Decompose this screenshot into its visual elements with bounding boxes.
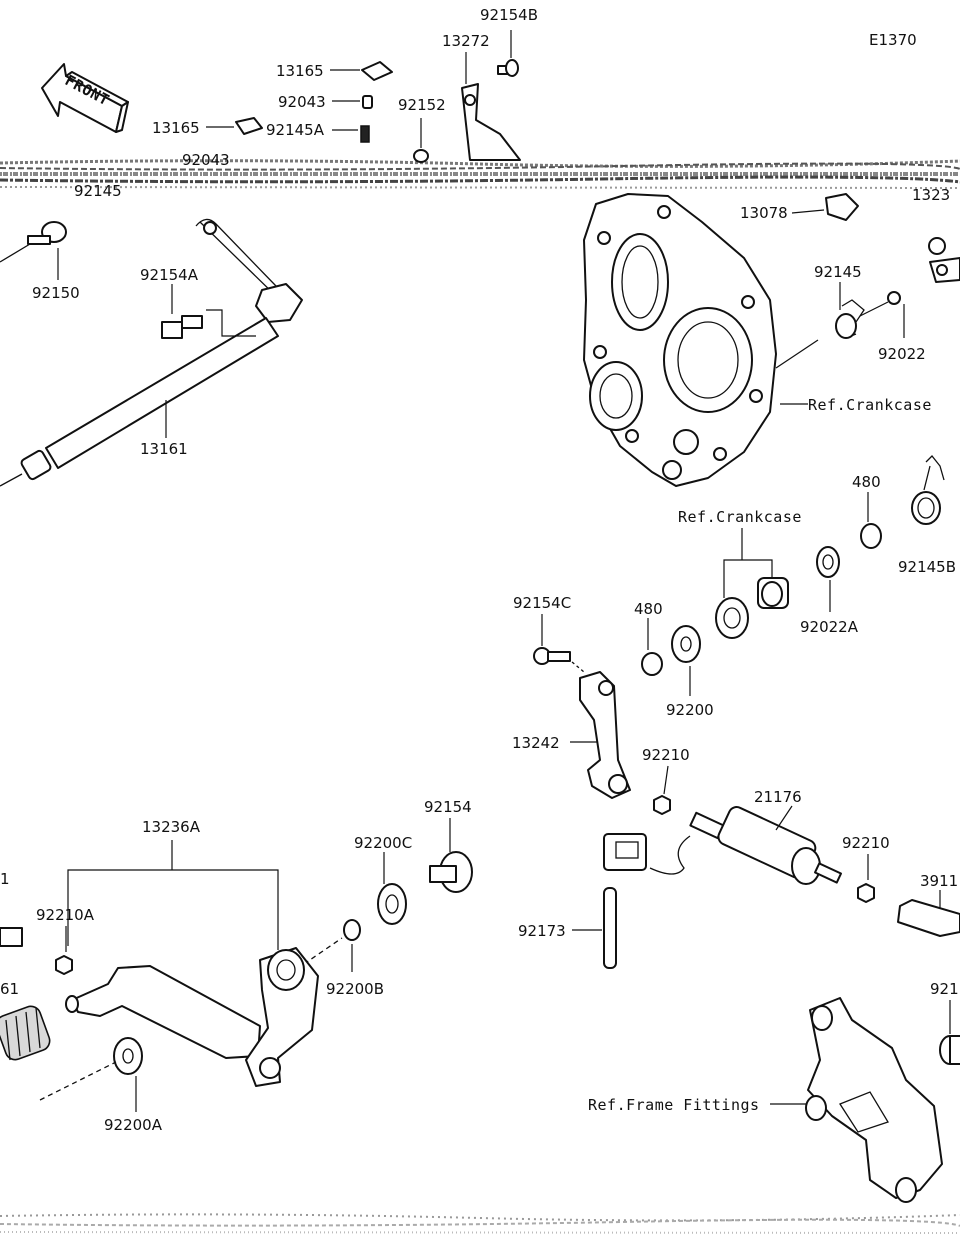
part-92145A-spring xyxy=(332,125,370,143)
label-13242: 13242 xyxy=(512,734,560,752)
front-arrow-icon: FRONT xyxy=(41,63,129,133)
part-92154-pivot-bolt xyxy=(429,818,473,893)
part-92210-nut-a xyxy=(653,765,671,815)
part-92043-top xyxy=(332,95,373,109)
label-13236A: 13236A xyxy=(142,818,201,836)
part-3911-rod xyxy=(897,890,960,937)
part-13242-lever xyxy=(570,671,631,799)
part-92150-bolt xyxy=(0,221,67,280)
part-92152-washer xyxy=(413,118,429,163)
label-92145B: 92145B xyxy=(898,558,956,576)
part-92173-tie xyxy=(572,887,617,969)
label-ref-crankcase-2: Ref.Crankcase xyxy=(678,508,802,526)
part-92154A-bolt xyxy=(161,284,256,339)
label-480-b: 480 xyxy=(634,600,663,618)
crankcase-cover xyxy=(583,193,777,487)
part-480-circlip-a xyxy=(860,492,882,549)
diagram-code: E1370 xyxy=(869,31,917,49)
label-92145A: 92145A xyxy=(266,121,325,139)
label-13161: 13161 xyxy=(140,440,188,458)
label-480-a: 480 xyxy=(852,473,881,491)
part-13236A-pedal xyxy=(65,840,319,1087)
label-92154C: 92154C xyxy=(513,594,571,612)
torn-band-bottom xyxy=(0,1213,960,1234)
label-92173: 92173 xyxy=(518,922,566,940)
label-92200A: 92200A xyxy=(104,1116,163,1134)
label-92145: 92145 xyxy=(814,263,862,281)
label-61-cut: 61 xyxy=(0,980,19,998)
label-92210A: 92210A xyxy=(36,906,95,924)
part-pedal-rubber-left xyxy=(0,927,51,1061)
part-92154C-bolt xyxy=(533,614,585,673)
part-92145-spring xyxy=(835,282,865,339)
part-13161-shaft xyxy=(0,218,303,487)
label-92154A: 92154A xyxy=(140,266,199,284)
part-92022-washer xyxy=(859,291,905,338)
label-92043-a: 92043 xyxy=(278,93,326,111)
label-92150: 92150 xyxy=(32,284,80,302)
part-21176-sensor xyxy=(603,805,842,885)
part-bearing-pair xyxy=(715,528,789,639)
label-92022A: 92022A xyxy=(800,618,859,636)
part-13165-clip-mid xyxy=(206,117,263,135)
part-13165-clip-top xyxy=(330,61,393,81)
lead-crankcase xyxy=(775,339,819,369)
label-13272: 13272 xyxy=(442,32,490,50)
part-92200B-washer xyxy=(303,919,361,972)
label-92200B: 92200B xyxy=(326,980,384,998)
part-92210-nut-b xyxy=(857,854,875,903)
part-92022A-washer xyxy=(816,546,840,612)
part-92200A-washer xyxy=(39,1037,143,1112)
label-1323-cut: 1323 xyxy=(912,186,950,204)
part-13078 xyxy=(791,193,859,221)
label-92210-a: 92210 xyxy=(642,746,690,764)
label-13078: 13078 xyxy=(740,204,788,222)
part-92200-washer xyxy=(671,625,701,696)
part-right-bracket-cut xyxy=(928,237,960,283)
part-92154B-bolt xyxy=(497,30,519,77)
label-92022: 92022 xyxy=(878,345,926,363)
label-92152: 92152 xyxy=(398,96,446,114)
label-92043-b: 92043 xyxy=(182,151,230,169)
label-92154B: 92154B xyxy=(480,6,538,24)
frame-fitting xyxy=(770,997,943,1203)
part-92145B-spring xyxy=(911,455,945,525)
part-13272-bracket xyxy=(461,52,521,161)
label-ref-crankcase-1: Ref.Crankcase xyxy=(808,396,932,414)
label-13165-a: 13165 xyxy=(276,62,324,80)
label-ref-frame-fittings: Ref.Frame Fittings xyxy=(588,1096,760,1114)
torn-band xyxy=(0,159,960,192)
label-1-cut: 1 xyxy=(0,870,10,888)
part-labels: E1370 92154B 13272 13165 92043 92152 131… xyxy=(0,6,959,1134)
label-92200: 92200 xyxy=(666,701,714,719)
label-92210-b: 92210 xyxy=(842,834,890,852)
label-21176: 21176 xyxy=(754,788,802,806)
label-3911-cut: 3911 xyxy=(920,872,958,890)
label-92200C: 92200C xyxy=(354,834,412,852)
part-480-circlip-b xyxy=(641,618,663,676)
part-92200C-washer xyxy=(377,852,407,925)
label-13165-b: 13165 xyxy=(152,119,200,137)
part-921-cut-right xyxy=(939,1000,960,1065)
label-92154: 92154 xyxy=(424,798,472,816)
label-921-cut: 921 xyxy=(930,980,959,998)
part-92210A-nut xyxy=(55,926,73,975)
label-92145-cut: 92145 xyxy=(74,182,122,200)
